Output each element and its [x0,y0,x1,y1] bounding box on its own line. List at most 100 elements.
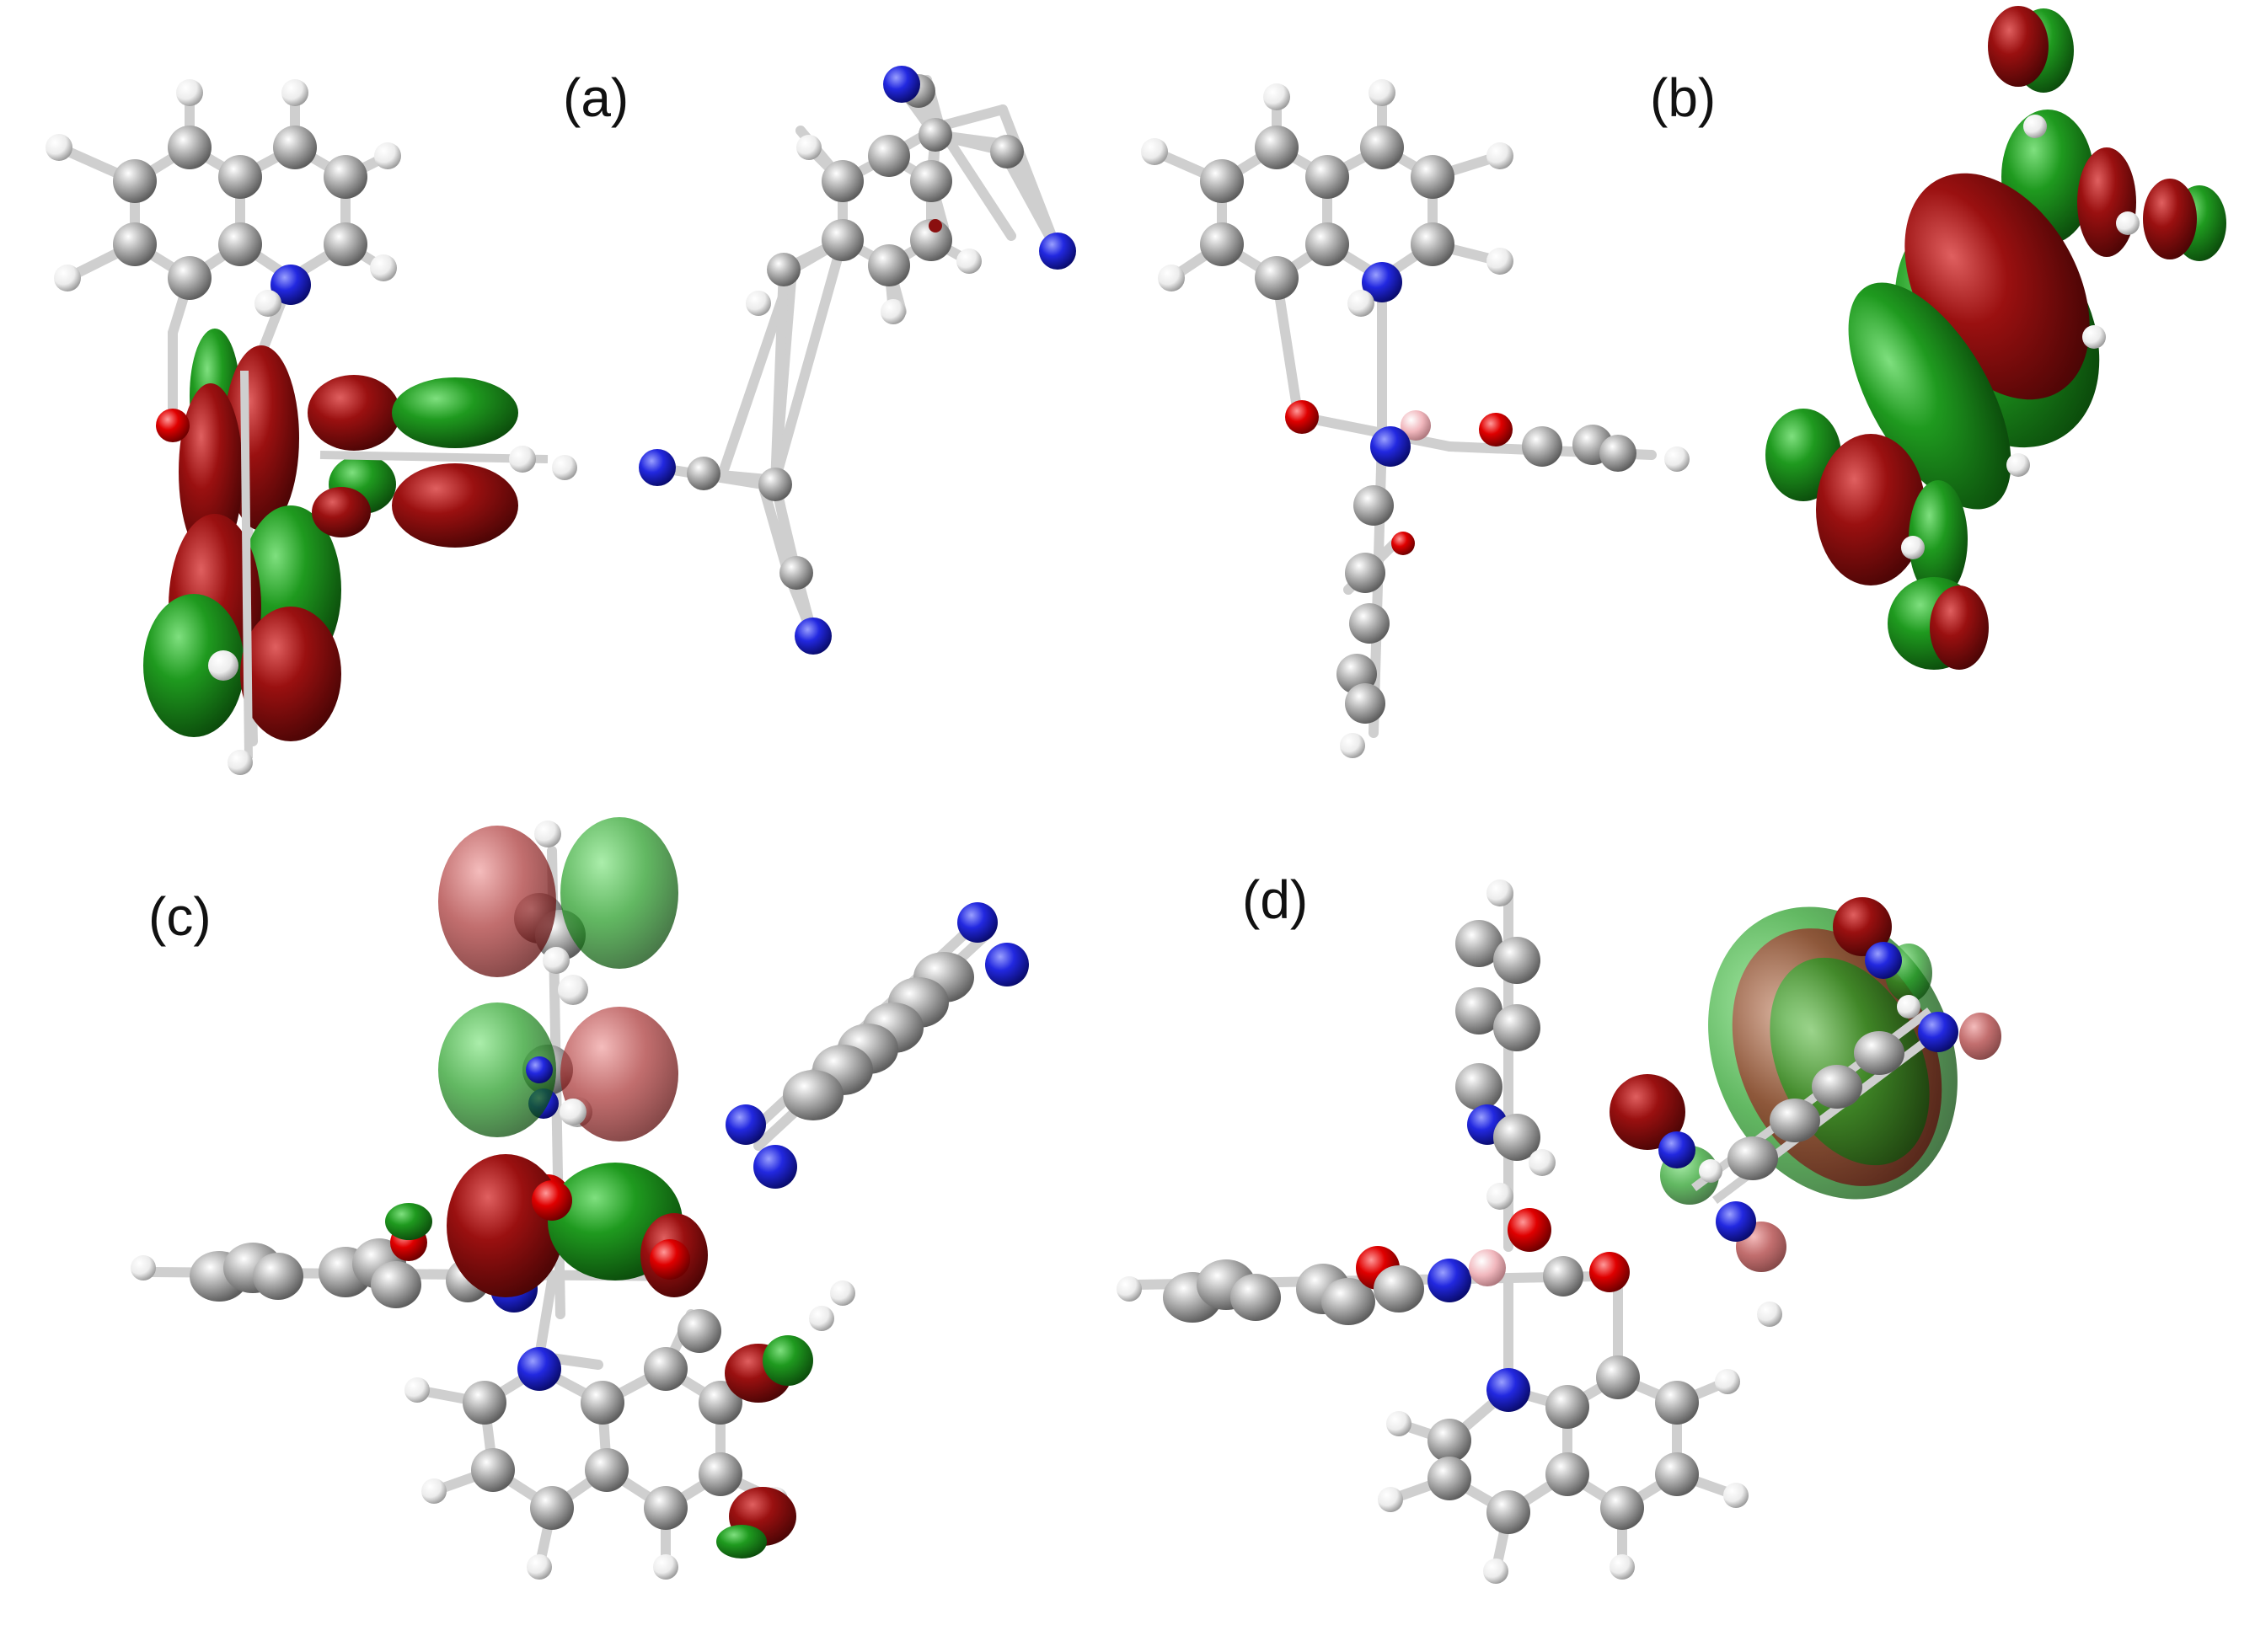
carbon-atom [218,222,262,266]
nitrogen-atom [1486,1368,1530,1412]
carbon-atom [868,244,910,286]
nitrogen-atom [639,449,676,486]
hydrogen-atom [1529,1149,1556,1176]
hydrogen-atom [131,1255,156,1280]
hydrogen-atom [552,455,577,480]
carbon-atom [1522,426,1562,467]
orbital-lobe-negative [1816,434,1926,585]
carbon-atom [1543,1256,1583,1296]
carbon-atom [1655,1452,1699,1496]
oxygen-atom [650,1239,690,1280]
hydrogen-atom [2006,453,2030,477]
orbital-lobe-positive [385,1203,432,1240]
carbon-atom [471,1448,515,1492]
hydrogen-atom [1757,1302,1782,1327]
carbon-atom [779,556,813,590]
orbital-lobe-negative [929,219,942,233]
hydrogen-atom [46,134,72,161]
orbital-lobe-negative [447,1154,565,1297]
orbital-lobe-negative [240,607,341,741]
carbon-atom [463,1381,506,1425]
hydrogen-atom [1723,1483,1749,1508]
carbon-atom [822,219,864,261]
orbital-lobe-positive [560,817,678,969]
carbon-atom [1600,1486,1644,1530]
carbon-atom [1455,987,1502,1035]
carbon-atom [699,1452,742,1496]
carbon-atom [1493,1004,1540,1051]
orbital-lobe-positive [763,1335,813,1386]
carbon-atom [273,126,317,169]
carbon-atom [767,253,801,286]
carbon-atom [1545,1385,1589,1429]
panel-label-b: (b) [1650,67,1716,128]
hydrogen-atom [374,142,401,169]
orbital-lobe-negative [2077,147,2136,257]
hydrogen-atom [2116,211,2140,235]
orbital-lobe-negative [392,463,518,548]
hydrogen-atom [543,947,570,974]
carbon-atom [1486,1490,1530,1534]
hydrogen-atom [1699,1159,1722,1183]
carbon-atom [1427,1419,1471,1462]
hydrogen-atom [54,265,81,291]
carbon-atom [1321,1278,1375,1325]
carbon-atom [687,457,720,490]
carbon-atom [1455,1063,1502,1110]
hydrogen-atom [830,1280,855,1306]
hydrogen-atom [1117,1276,1142,1302]
panel-d-molecule-complex [1117,879,1782,1584]
orbital-lobe-negative [1959,1013,2001,1060]
panel-b-orbital-lobes [1765,6,2226,670]
hydrogen-atom [1347,290,1374,317]
hydrogen-atom [560,1099,587,1125]
carbon-atom [1305,222,1349,266]
panel-b-molecule-complex [1141,79,1690,758]
hydrogen-atom [881,299,906,324]
orbital-lobe-positive [716,1525,767,1558]
nitrogen-atom [1716,1201,1756,1242]
hydrogen-atom [1897,995,1920,1018]
panel-c-molecule-tcnq-edge [726,902,1029,1189]
hydrogen-atom [1486,248,1513,275]
orbital-lobe-negative [1988,6,2049,87]
nitrogen-atom [1918,1012,1958,1052]
hydrogen-atom [228,750,253,775]
hydrogen-atom [1486,1183,1513,1210]
panel-label-d: (d) [1242,869,1308,930]
carbon-atom [1305,155,1349,199]
carbon-atom [581,1381,624,1425]
hydrogen-atom [1483,1558,1508,1584]
carbon-atom [1255,126,1299,169]
panel-b [1141,6,2226,758]
oxygen-atom [1479,413,1513,446]
hydrogen-atom [509,446,536,473]
nitrogen-atom [1427,1259,1471,1302]
hydrogen-atom [1386,1411,1411,1436]
nitrogen-atom [985,943,1029,986]
hydrogen-atom [1486,142,1513,169]
carbon-atom [644,1347,688,1391]
nitrogen-atom [883,66,920,103]
carbon-atom [1255,256,1299,300]
panel-d [1117,879,2001,1584]
carbon-atom [1349,603,1390,644]
orbital-lobe-negative [308,375,400,451]
hydrogen-atom [1340,733,1365,758]
nitrogen-atom [1658,1131,1695,1168]
hydrogen-atom [809,1306,834,1331]
carbon-atom [1770,1099,1820,1142]
orbital-lobe-negative [179,383,243,560]
nitrogen-atom [1039,233,1076,270]
nitrogen-atom [1362,262,1402,302]
carbon-atom [1345,553,1385,593]
orbital-lobe-positive [438,1002,556,1137]
oxygen-atom [1391,532,1415,555]
orbital-lobe-positive [1848,282,2011,510]
nitrogen-atom [1370,426,1411,467]
carbon-atom [585,1448,629,1492]
carbon-atom [699,1381,742,1425]
hydrogen-atom [176,79,203,106]
oxygen-atom [156,409,190,442]
